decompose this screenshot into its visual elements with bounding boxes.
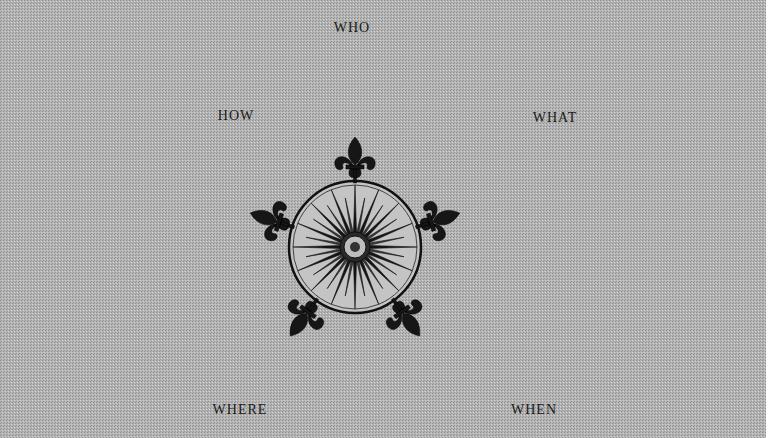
fleur-de-lis <box>410 194 466 247</box>
compass-rose <box>244 137 466 348</box>
rose-inner-ring <box>293 185 417 309</box>
fleur-de-lis <box>274 287 334 348</box>
direction-label: WHEN <box>511 402 557 418</box>
rose-spokes <box>293 185 417 309</box>
direction-label: WHAT <box>533 110 577 126</box>
rose-spoke <box>311 256 346 291</box>
rose-spoke <box>369 245 417 248</box>
rose-spoke <box>368 237 404 245</box>
rose-hub-inner <box>344 236 366 258</box>
fleur-shape <box>410 194 466 247</box>
direction-label: HOW <box>218 108 254 124</box>
fleur-shape <box>335 137 375 183</box>
fleur-shape <box>274 287 334 348</box>
direction-label: WHERE <box>213 402 268 418</box>
rose-hub-center <box>350 242 360 252</box>
rose-spoke <box>345 198 353 234</box>
rose-spoke <box>311 203 346 238</box>
rose-spoke <box>353 261 356 309</box>
fleur-shape <box>244 194 300 247</box>
rose-spoke <box>357 260 365 296</box>
fleur-de-lis <box>244 194 300 247</box>
fleur-de-lis-points <box>244 137 466 348</box>
fleur-de-lis <box>376 287 436 348</box>
rose-spoke <box>306 249 342 257</box>
white-margin <box>766 0 772 438</box>
rose-spoke <box>364 256 399 291</box>
rose-ring <box>289 181 421 313</box>
fleur-shape <box>376 287 436 348</box>
rose-spoke <box>364 203 399 238</box>
rose-spoke <box>293 245 341 248</box>
direction-label: WHO <box>334 20 370 36</box>
rose-spoke <box>353 185 356 233</box>
fleur-de-lis <box>335 137 375 183</box>
rose-hub <box>340 232 370 262</box>
